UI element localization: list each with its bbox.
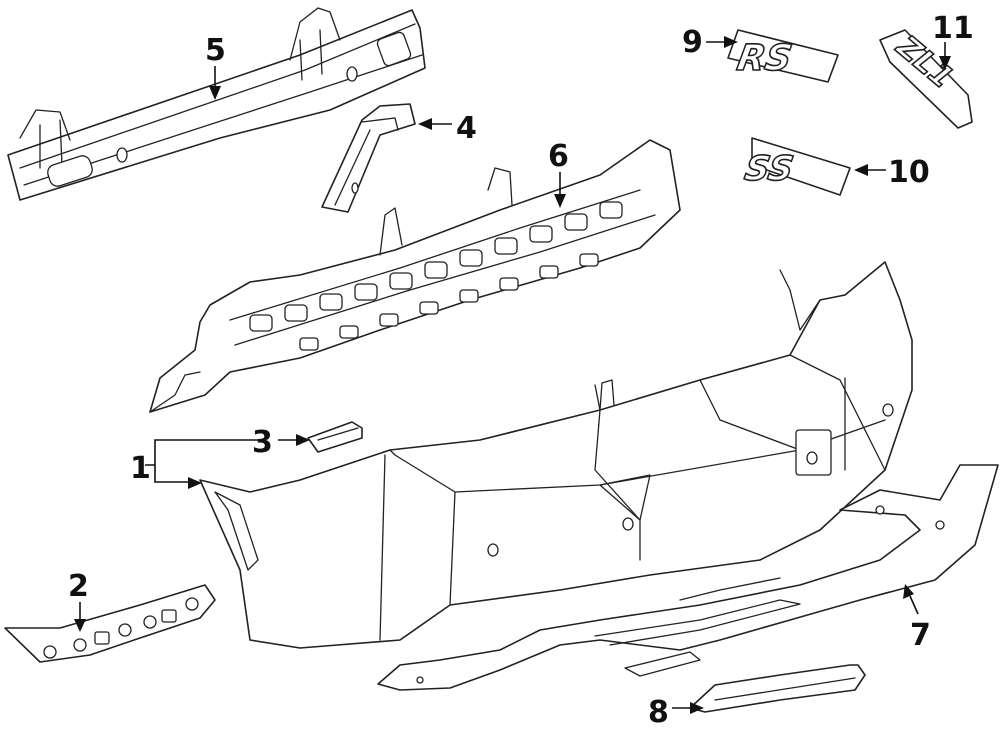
part-9-rs-emblem: RS [727, 29, 839, 83]
part-8-trim-strip [689, 664, 866, 713]
callout-5: 5 [205, 33, 226, 68]
part-2-side-bracket [4, 584, 216, 663]
callout-labels: 1 2 3 4 5 6 7 8 9 10 11 [68, 11, 974, 730]
callout-2: 2 [68, 569, 89, 604]
callout-8: 8 [648, 695, 669, 730]
callout-11: 11 [932, 11, 974, 46]
leader-arrows [74, 36, 951, 714]
ss-emblem-text: SS [742, 149, 797, 189]
callout-3: 3 [252, 425, 273, 460]
rs-emblem-text: RS [734, 36, 795, 79]
part-10-ss-emblem: SS [741, 137, 851, 196]
callout-4: 4 [456, 111, 477, 146]
part-1-bumper-cover [199, 261, 913, 649]
callout-6: 6 [548, 139, 569, 174]
part-5-reinforcement-beam [7, 7, 426, 201]
callout-1: 1 [130, 451, 151, 486]
callout-7: 7 [910, 618, 931, 653]
callout-10: 10 [888, 155, 930, 190]
part-4-bracket [321, 103, 416, 213]
absorber-cells [249, 201, 623, 351]
part-7-lower-valance [377, 464, 999, 691]
callout-9: 9 [682, 25, 703, 60]
part-3-pad [307, 421, 363, 453]
part-6-energy-absorber [149, 139, 681, 413]
